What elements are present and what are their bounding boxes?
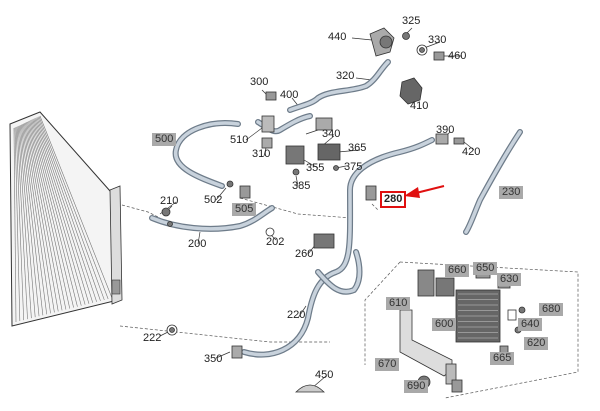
part-label-502: 502	[204, 194, 223, 206]
condenser-fin	[29, 120, 74, 308]
condenser-fin	[27, 121, 67, 310]
part-label-310: 310	[252, 148, 271, 160]
leader-line	[295, 175, 299, 187]
part-label-450: 450	[315, 369, 334, 381]
part-label-325: 325	[402, 15, 421, 27]
part-label-440: 440	[328, 31, 347, 43]
part-label-650: 650	[473, 262, 498, 275]
leader-line	[197, 231, 201, 245]
part-label-630: 630	[497, 273, 522, 286]
condenser-fin	[24, 123, 55, 313]
pipe-500	[172, 120, 241, 189]
condenser-fin	[38, 116, 109, 300]
leader-lines	[159, 27, 475, 389]
part-label-260: 260	[295, 248, 314, 260]
condenser-fin	[32, 119, 86, 305]
leader-line	[463, 141, 475, 151]
part-label-375: 375	[344, 161, 363, 173]
part-label-600: 600	[432, 318, 457, 331]
part-label-350: 350	[204, 353, 223, 365]
leader-line	[337, 149, 361, 153]
part-label-510: 510	[230, 134, 249, 146]
part-label-320: 320	[336, 70, 355, 82]
part-label-280: 280	[380, 191, 407, 208]
part-label-410: 410	[410, 100, 429, 112]
condenser-fin	[13, 127, 17, 323]
leader-line	[245, 127, 263, 141]
condenser-fin	[23, 123, 51, 314]
leader-line	[305, 129, 319, 135]
leader-line	[159, 331, 169, 337]
condenser-fin	[16, 126, 28, 320]
condenser-fin	[34, 118, 94, 303]
leader-line	[351, 37, 373, 41]
part-label-660: 660	[445, 264, 470, 277]
condenser-fin	[14, 127, 21, 322]
leader-line	[215, 187, 227, 201]
condenser-fin	[17, 126, 32, 319]
part-label-230: 230	[499, 186, 524, 199]
part-label-300: 300	[250, 76, 269, 88]
condenser-fin	[19, 125, 40, 317]
condenser-fin	[30, 120, 78, 307]
condenser-fin	[31, 119, 82, 306]
condenser-fin	[15, 127, 24, 321]
part-label-670: 670	[375, 358, 400, 371]
part-label-400: 400	[280, 89, 299, 101]
part-label-330: 330	[428, 34, 447, 46]
condenser-fin	[22, 124, 48, 315]
part-label-665: 665	[490, 352, 515, 365]
pipe-220	[241, 137, 435, 358]
part-label-690: 690	[404, 380, 429, 393]
pipe-320	[287, 59, 391, 113]
part-label-355: 355	[306, 162, 325, 174]
part-label-385: 385	[292, 180, 311, 192]
part-label-365: 365	[348, 142, 367, 154]
leader-line	[297, 305, 307, 319]
part-label-220: 220	[287, 309, 306, 321]
part-label-620: 620	[524, 337, 549, 350]
part-label-390: 390	[436, 124, 455, 136]
highlight-arrow	[404, 185, 445, 198]
leader-line	[263, 147, 267, 157]
leader-line	[423, 41, 441, 49]
leader-line	[303, 159, 319, 169]
condenser-fin	[39, 115, 113, 299]
part-label-460: 460	[448, 50, 467, 62]
condenser-fin	[26, 122, 63, 311]
condenser-fin	[37, 116, 105, 301]
condenser-fin	[18, 125, 36, 318]
condenser-fin	[25, 122, 59, 312]
part-label-200: 200	[188, 238, 207, 250]
part-label-640: 640	[518, 318, 543, 331]
pipe-230	[463, 129, 523, 235]
condenser-fin	[20, 124, 44, 316]
condenser-fin	[28, 121, 71, 309]
pipe-200	[149, 205, 275, 232]
condenser	[9, 111, 123, 327]
part-label-500: 500	[152, 133, 177, 146]
condenser-fin	[36, 117, 101, 301]
part-label-222: 222	[143, 332, 162, 344]
part-label-420: 420	[462, 146, 481, 158]
part-label-202: 202	[266, 236, 285, 248]
part-label-210: 210	[160, 195, 179, 207]
leader-line	[215, 351, 231, 359]
condenser-fin	[33, 118, 90, 304]
part-label-340: 340	[322, 128, 341, 140]
part-label-505: 505	[232, 203, 257, 216]
pipe-220b	[315, 249, 363, 295]
part-label-610: 610	[386, 297, 411, 310]
condenser-fin	[35, 117, 97, 302]
part-label-680: 680	[539, 303, 564, 316]
